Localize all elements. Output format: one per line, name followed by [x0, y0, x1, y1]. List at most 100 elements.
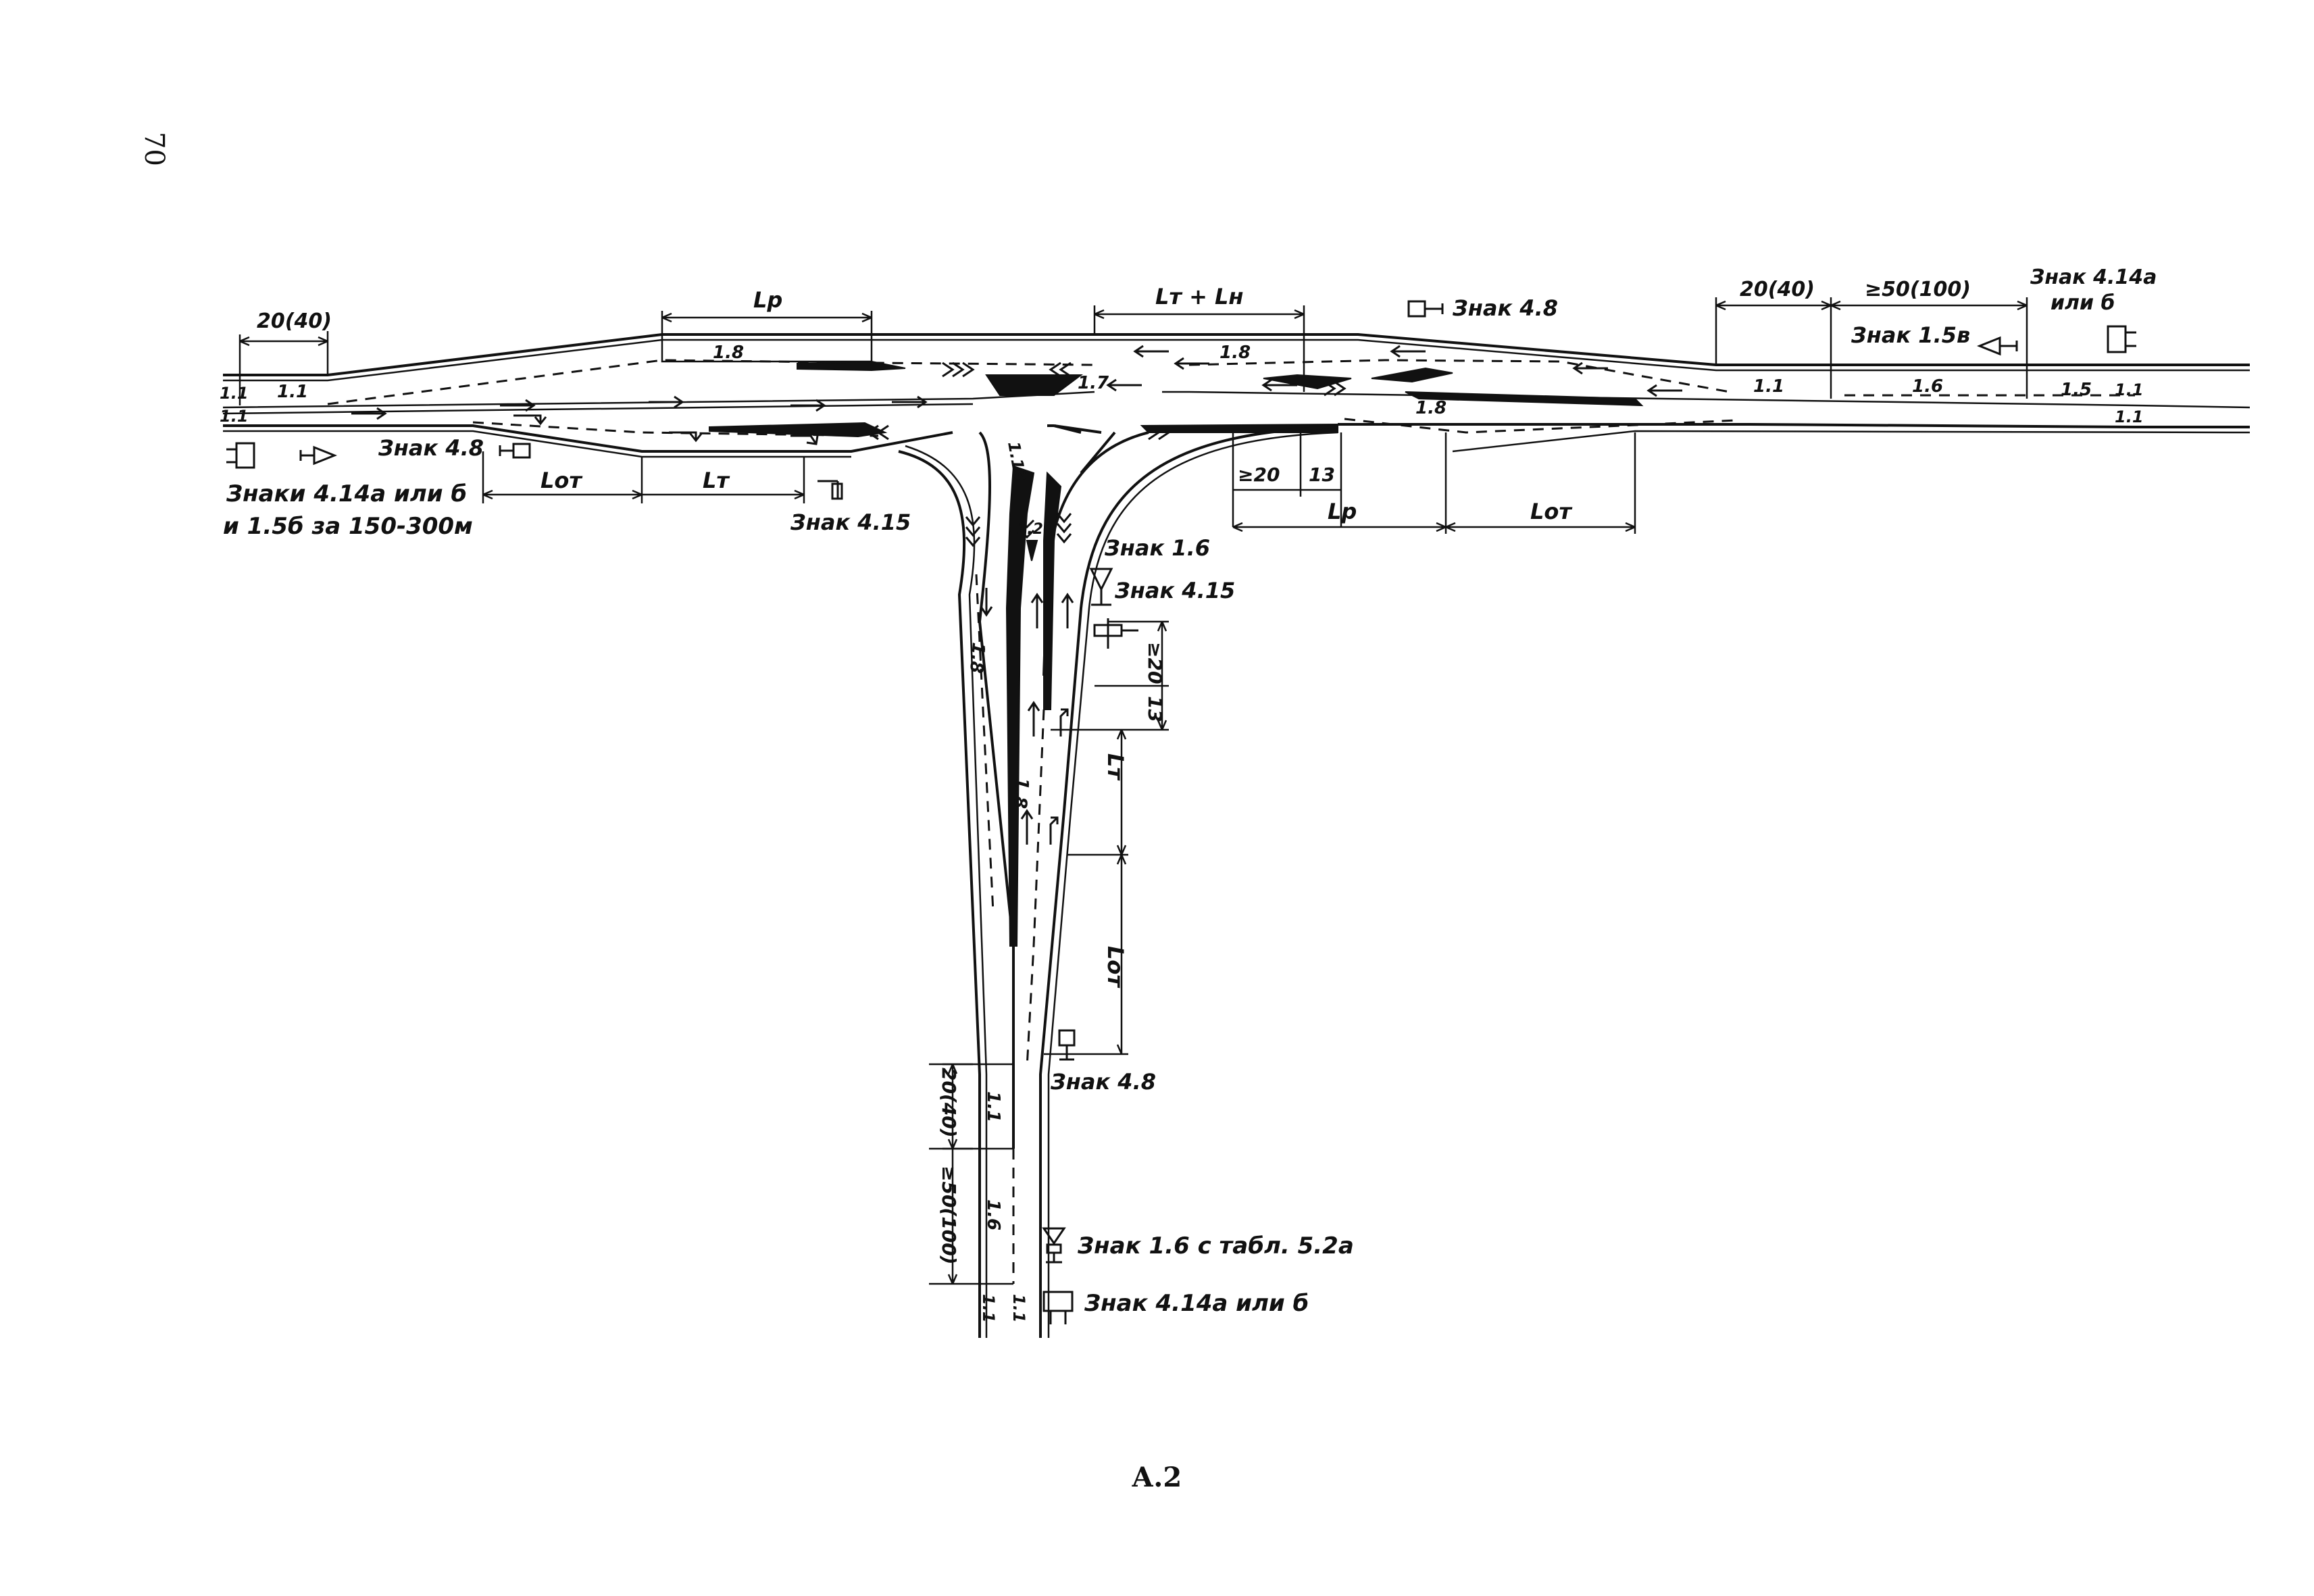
main-road-bottom-left-edge-2 — [223, 430, 851, 458]
sign-1-6-tabl-icon — [1042, 1227, 1066, 1264]
chevron-marks-side-3 — [1019, 519, 1035, 539]
arrow-left-7 — [1646, 384, 1682, 397]
marking-label-1-8-right: 1.8 — [1415, 398, 1447, 418]
sign-1-6-icon — [1089, 568, 1113, 606]
marking-label-1-8-vert-mid: 1.8 — [1009, 776, 1032, 809]
figure-caption: А.2 — [1132, 1462, 1182, 1493]
dim-line-ge20-13 — [1232, 432, 1342, 527]
side-road-left-outer — [898, 450, 981, 1338]
marking-label-1-1-far-right-bot: 1.1 — [2115, 407, 2144, 426]
side-road-channel-island — [1043, 471, 1062, 710]
sign-1-5b-icon — [299, 445, 338, 466]
arrow-down-1 — [980, 588, 993, 617]
dim-line-lp-top — [661, 311, 873, 361]
marking-label-1-8-vert-left: 1.8 — [965, 641, 988, 674]
chevron-marks-4 — [1148, 424, 1171, 441]
dim-line-vert-50-100 — [929, 1149, 1013, 1285]
arrow-left-6 — [1572, 361, 1608, 375]
marking-label-1-5-right: 1.5 — [2061, 380, 2092, 400]
arrow-right-turn-3 — [790, 434, 819, 445]
road-signs — [226, 300, 2136, 1324]
arrow-up-2 — [1061, 593, 1074, 628]
marking-label-1-7: 1.7 — [1078, 373, 1109, 393]
chevron-marks-side-2 — [1056, 513, 1072, 544]
marking-label-1-8-top-mid: 1.8 — [1219, 343, 1251, 363]
side-road-median-island — [1005, 465, 1035, 947]
marking-label-1-13: 1.13 — [1004, 440, 1030, 482]
arrow-right-turn-1 — [513, 414, 547, 426]
dim-label-13-mid: 13 — [1309, 464, 1335, 486]
main-road-top-edge-inner — [223, 339, 2250, 382]
label-znak-4-14-top-1: Знак 4.14а — [2030, 266, 2157, 289]
dim-label-ge20-vert: ≥20 — [1144, 642, 1166, 684]
label-znak-1-6: Знак 1.6 — [1104, 535, 1210, 561]
side-road-dashed-center — [1026, 709, 1045, 1068]
label-znak-4-8-left: Знак 4.8 — [378, 435, 484, 461]
dim-label-lot-left: Lот — [540, 468, 583, 493]
marking-label-1-1-vert-b: 1.1 — [979, 1294, 998, 1323]
marking-labels: 1.1 1.1 1.1 1.8 1.7 1.8 1.8 1.1 1.6 1.5 … — [220, 343, 2144, 1323]
sign-4-14-top-right-icon — [2107, 325, 2136, 353]
marking-label-1-1-far-left-top: 1.1 — [220, 384, 249, 403]
chevron-marks-2 — [1049, 361, 1072, 378]
sign-labels: Знак 4.8 Знак 4.14а или б Знак 1.5в Знак… — [223, 266, 2157, 1317]
arrow-triangle-down — [1026, 540, 1038, 562]
marking-label-1-8-top-left: 1.8 — [713, 343, 744, 363]
marking-label-1-1-right: 1.1 — [1753, 376, 1784, 397]
chevron-marks-3 — [866, 424, 889, 441]
arrow-right-2 — [500, 399, 536, 412]
marking-label-1-6-right: 1.6 — [1912, 376, 1943, 397]
median-island-taper-right — [1405, 391, 1644, 407]
dim-line-vert-lot — [1044, 854, 1128, 1055]
label-znak-4-8-bottom: Знак 4.8 — [1050, 1069, 1156, 1095]
dim-line-lt-left — [642, 457, 805, 503]
main-road-dashed-bottom-right — [1344, 418, 1737, 434]
side-road-right-outer — [1039, 426, 1338, 1338]
page-number: 70 — [139, 132, 170, 166]
sign-4-8-bottom-icon — [1058, 1029, 1076, 1061]
direction-arrows — [351, 345, 1682, 845]
label-znak-1-5v: Знак 1.5в — [1851, 322, 1970, 348]
dim-label-ge20-mid: ≥20 — [1238, 464, 1280, 486]
main-road-bottom-right-edge-2 — [1452, 430, 2250, 453]
arrow-right-4 — [790, 399, 826, 412]
label-znak-4-15-left: Знак 4.15 — [790, 509, 911, 535]
sign-4-8-left-icon — [499, 443, 531, 459]
sign-4-15-left-icon — [818, 480, 843, 500]
arrow-left-1 — [1133, 345, 1169, 358]
dim-label-20-40-right: 20(40) — [1740, 278, 1815, 301]
chevron-marks-1 — [942, 361, 975, 378]
dim-label-lp-mid: Lр — [1328, 499, 1357, 524]
dim-line-20-40-left — [238, 331, 329, 405]
sign-4-14-left-icon — [226, 442, 255, 469]
main-road-top-edge — [223, 333, 2250, 376]
dim-label-50-100-right: ≥50(100) — [1865, 278, 1971, 301]
dim-label-lot-vert: Lот — [1103, 946, 1128, 989]
dim-line-vert-ge20-13 — [1051, 620, 1169, 731]
marking-label-1-1-far-left-bot: 1.1 — [220, 407, 249, 426]
chevron-marks-5 — [1324, 380, 1347, 397]
dimension-lines — [238, 297, 2028, 1285]
arrow-left-3 — [1106, 378, 1142, 392]
dim-line-lt-ln — [1093, 305, 1305, 392]
dim-label-lt-left: Lт — [703, 468, 730, 493]
arrow-up-5 — [1020, 809, 1034, 845]
arrow-up-3 — [1027, 701, 1040, 737]
median-island-center — [985, 374, 1083, 396]
main-road-dashed-top-right — [1188, 359, 1730, 393]
left-turn-lane-box — [661, 334, 872, 363]
dim-line-vert-lt — [1067, 729, 1128, 856]
sign-4-14-bottom-icon — [1042, 1291, 1074, 1324]
label-znak-4-14-top-2: или б — [2051, 291, 2115, 315]
main-road-axis-2 — [222, 403, 974, 415]
median-island-right — [1263, 374, 1352, 390]
median-island-far-right — [1371, 367, 1453, 383]
sign-4-15-right-icon — [1093, 618, 1138, 649]
marking-label-1-1-left: 1.1 — [277, 382, 308, 402]
arrow-left-4 — [1261, 378, 1297, 392]
sign-1-5v-icon — [1976, 336, 2018, 356]
arrow-left-5 — [1390, 345, 1426, 358]
main-road-bottom-right-edge — [1338, 423, 2250, 428]
marking-label-1-1-vert-a: 1.1 — [983, 1091, 1003, 1122]
